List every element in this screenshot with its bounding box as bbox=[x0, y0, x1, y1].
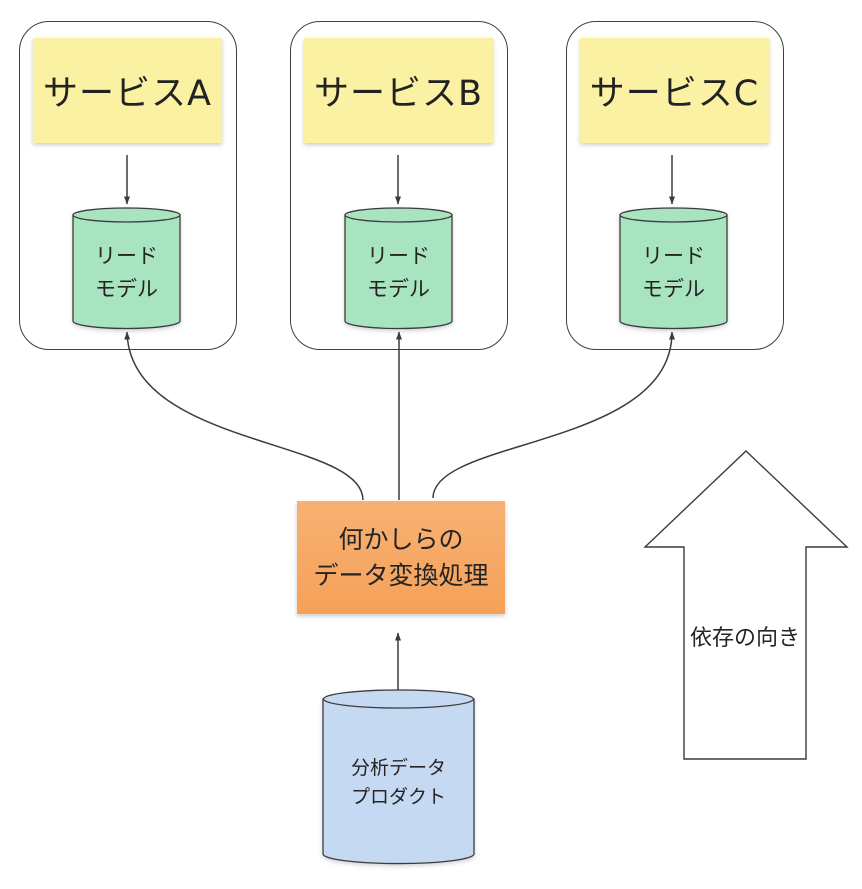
read-model-label: リード モデル bbox=[619, 207, 728, 334]
data-product-line2: プロダクト bbox=[350, 786, 446, 808]
service-a-read-model-cylinder: リード モデル bbox=[72, 207, 181, 330]
service-c-container: サービスC リード モデル bbox=[566, 21, 784, 350]
transform-line2: データ変換処理 bbox=[313, 560, 489, 590]
data-product-cylinder: 分析データ プロダクト bbox=[322, 689, 475, 865]
read-model-line2: モデル bbox=[642, 276, 705, 301]
cylinder-shape bbox=[322, 689, 475, 865]
arrow-transform-to-read-model-a bbox=[124, 331, 364, 501]
data-product-label: 分析データ プロダクト bbox=[322, 689, 475, 871]
cylinder-shape bbox=[619, 207, 728, 330]
read-model-label: リード モデル bbox=[72, 207, 181, 334]
cylinder-shape bbox=[72, 207, 181, 330]
service-b-label: サービスB bbox=[304, 38, 493, 143]
arrow-transform-to-read-model-c bbox=[432, 331, 675, 499]
dependency-direction-label: 依存の向き bbox=[689, 626, 800, 651]
service-c-label: サービスC bbox=[580, 38, 769, 143]
read-model-line2: モデル bbox=[95, 276, 158, 301]
transform-line1: 何かしらの bbox=[338, 524, 464, 554]
read-model-line1: リード bbox=[642, 243, 705, 268]
service-a-container: サービスA リード モデル bbox=[19, 21, 237, 350]
service-b-read-model-cylinder: リード モデル bbox=[344, 207, 453, 330]
read-model-line1: リード bbox=[367, 243, 430, 268]
service-b-container: サービスB リード モデル bbox=[290, 21, 508, 350]
service-a-label: サービスA bbox=[33, 38, 222, 143]
read-model-line2: モデル bbox=[367, 276, 430, 301]
service-c-read-model-cylinder: リード モデル bbox=[619, 207, 728, 330]
cylinder-shape bbox=[344, 207, 453, 330]
read-model-label: リード モデル bbox=[344, 207, 453, 334]
read-model-line1: リード bbox=[95, 243, 158, 268]
data-product-line1: 分析データ bbox=[350, 757, 446, 779]
transform-box: 何かしらの データ変換処理 bbox=[297, 501, 505, 614]
dependency-direction-arrow bbox=[643, 450, 849, 760]
